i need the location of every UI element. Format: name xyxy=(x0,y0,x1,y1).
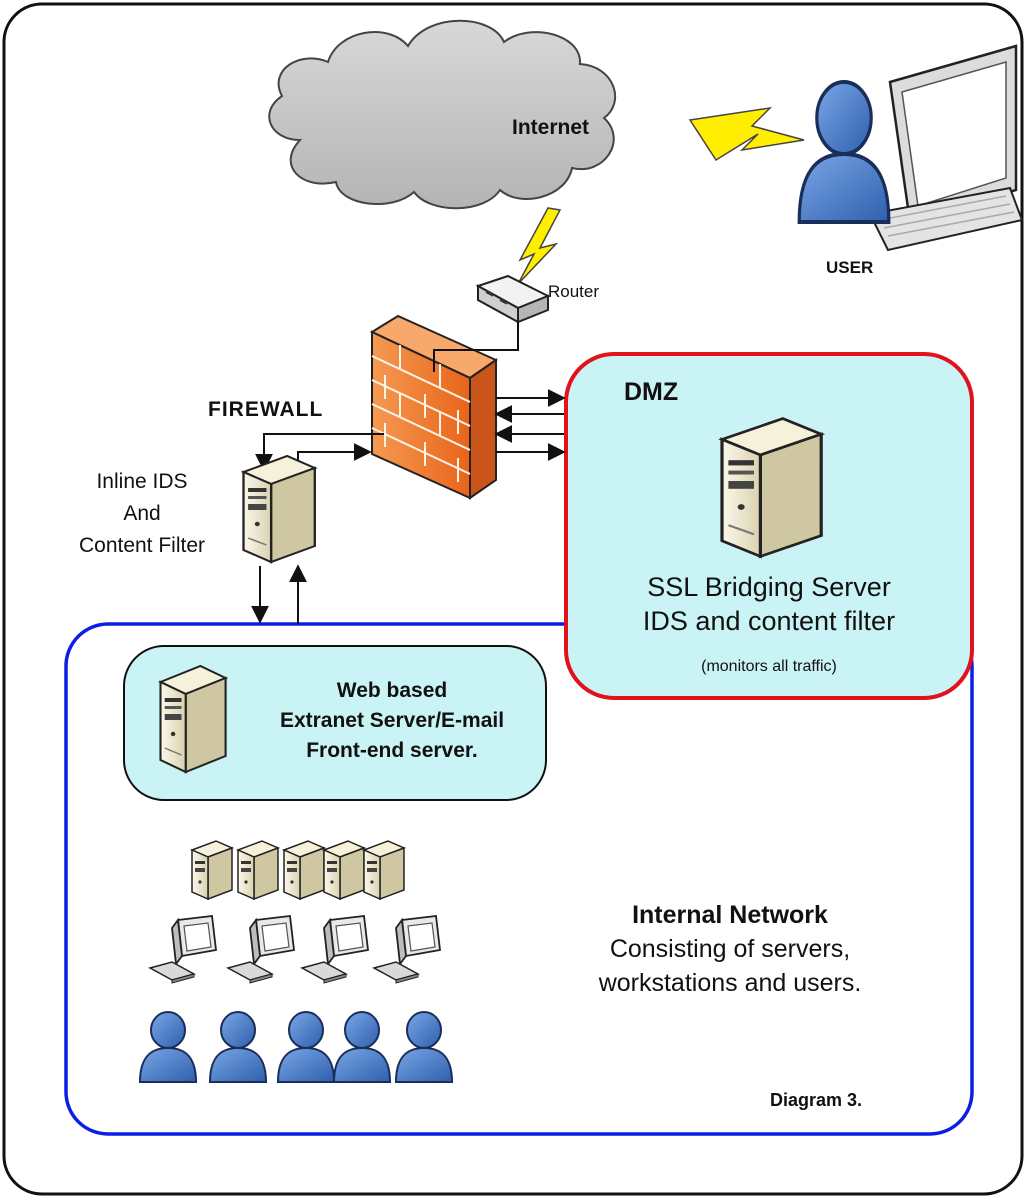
internal-network-line: workstations and users. xyxy=(598,969,862,997)
dmz-server-icon xyxy=(720,417,823,559)
lightning-icon-user xyxy=(688,106,805,162)
user-laptop-icon xyxy=(868,44,1024,252)
router-icon xyxy=(475,274,551,324)
internal-network-label: Internal Network Consisting of servers, … xyxy=(520,898,940,1000)
firewall-icon xyxy=(369,314,499,500)
internal-network-line: Consisting of servers, xyxy=(609,935,851,963)
server-icon xyxy=(363,840,405,900)
web-server-line: Extranet Server/E-mail xyxy=(279,709,505,732)
inline-ids-line: Inline IDS xyxy=(96,470,188,493)
internet-cloud-icon xyxy=(268,19,616,210)
dmz-note: (monitors all traffic) xyxy=(701,658,837,675)
server-icon xyxy=(283,840,325,900)
inline-ids-server-icon xyxy=(242,454,316,564)
dmz-title: DMZ xyxy=(624,378,679,406)
internet-label: Internet xyxy=(512,116,590,139)
internal-servers xyxy=(191,840,405,900)
server-icon xyxy=(237,840,279,900)
web-server-label: Web based Extranet Server/E-mail Front-e… xyxy=(262,676,522,766)
user-label: USER xyxy=(826,258,874,277)
connection-lines xyxy=(251,322,566,624)
inline-ids-line: Content Filter xyxy=(78,534,206,557)
server-icon xyxy=(323,840,365,900)
router-label: Router xyxy=(548,282,600,301)
web-server-line: Front-end server. xyxy=(306,739,478,762)
dmz-server-line: IDS and content filter xyxy=(642,606,896,636)
diagram-caption: Diagram 3. xyxy=(770,1090,863,1110)
inline-ids-label: Inline IDS And Content Filter xyxy=(54,466,230,562)
lightning-icon-router xyxy=(517,207,562,285)
firewall-label: FIREWALL xyxy=(208,398,324,421)
server-icon xyxy=(191,840,233,900)
inline-ids-line: And xyxy=(123,502,161,525)
web-server-line: Web based xyxy=(336,679,448,702)
internal-network-title: Internal Network xyxy=(632,901,828,929)
internal-network-box xyxy=(64,622,974,1136)
web-server-icon xyxy=(159,664,227,774)
dmz-server-line: SSL Bridging Server xyxy=(647,572,891,602)
dmz-server-label: SSL Bridging Server IDS and content filt… xyxy=(566,570,972,638)
web-server-box xyxy=(123,645,547,801)
